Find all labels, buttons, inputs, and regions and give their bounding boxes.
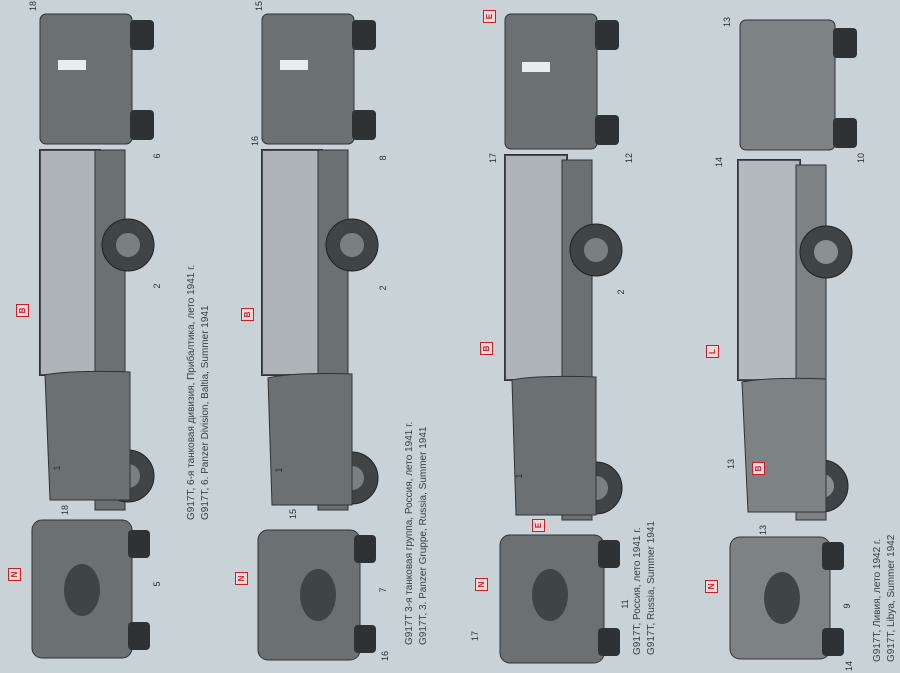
caption-1-en: G917T, 6. Panzer Division, Baltia, Summe… [200, 305, 211, 520]
truck-column-4 [729, 19, 857, 660]
caption-2-en: G917T, 3. Panzer Gruppe, Russia, Summer … [418, 426, 429, 645]
badge-l-4: L [706, 345, 719, 358]
callout: 1 [52, 465, 62, 471]
badge-e-3: E [532, 519, 545, 532]
callout: 2 [378, 285, 388, 291]
callout: 1 [514, 473, 524, 479]
badge-n-3: N [475, 578, 488, 591]
callout: 13 [722, 17, 732, 28]
badge-e-3-top: E [483, 10, 496, 23]
badge-b-3: B [480, 342, 493, 355]
callout: 16 [380, 651, 390, 662]
callout: 2 [616, 289, 626, 295]
callout: 15 [288, 509, 298, 520]
truck-column-1 [31, 13, 155, 659]
callout: 12 [624, 153, 634, 164]
callout: 1 [274, 467, 284, 473]
callout: 17 [470, 631, 480, 642]
callout: 10 [856, 153, 866, 164]
badge-b-1: B [16, 304, 29, 317]
callout: 18 [60, 505, 70, 516]
callout: 16 [250, 136, 260, 147]
caption-3-en: G917T, Russia, Summer 1941 [646, 521, 657, 655]
badge-n-4: N [705, 580, 718, 593]
caption-4-en: G917T, Libya, Summer 1942 [886, 534, 897, 662]
callout: 14 [714, 157, 724, 168]
callout: 6 [152, 153, 162, 159]
truck-column-3 [499, 13, 623, 664]
callout: 13 [726, 459, 736, 470]
callout: 14 [844, 661, 854, 672]
callout: 9 [842, 603, 852, 609]
caption-1-ru: G917T, 6-я танковая дивизия, Прибалтика,… [186, 264, 197, 520]
callout: 5 [152, 581, 162, 587]
callout: 18 [28, 1, 38, 12]
badge-n-2: N [235, 572, 248, 585]
caption-4-ru: G917T, Ливия, лето 1942 г. [872, 538, 883, 662]
badge-b-4: B [752, 462, 765, 475]
callout: 2 [152, 283, 162, 289]
badge-b-2: B [241, 308, 254, 321]
truck-column-2 [257, 13, 379, 661]
callout: 11 [620, 599, 630, 609]
callout: 7 [378, 587, 388, 593]
caption-2-ru: G917T 3-я танковая группа, Россия, лето … [404, 421, 415, 645]
callout: 13 [758, 525, 768, 536]
callout: 17 [488, 153, 498, 164]
caption-3-ru: G917T, Россия, лето 1941 г. [632, 527, 643, 655]
callout: 15 [254, 1, 264, 12]
callout: 8 [378, 155, 388, 161]
badge-n-1: N [8, 568, 21, 581]
